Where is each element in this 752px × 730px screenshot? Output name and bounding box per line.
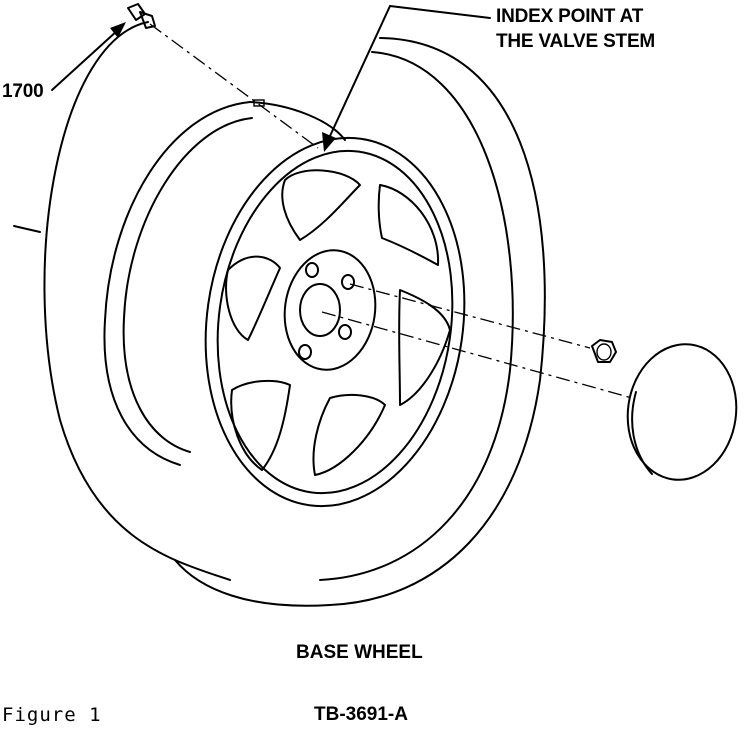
index-point-label-line2: THE VALVE STEM	[496, 31, 656, 52]
assembly-line-cap	[321, 311, 633, 399]
valve-stem-part	[127, 3, 156, 29]
tire-sidewall	[319, 51, 514, 581]
arrowhead-index	[322, 132, 336, 152]
tire-front-outline	[174, 37, 546, 607]
center-bore	[299, 283, 341, 337]
lug-hole	[338, 324, 352, 340]
valve-stem-hole	[253, 99, 265, 107]
assembly-line-lugnut	[349, 283, 591, 349]
reference-code: TB-3691-A	[314, 704, 408, 725]
lug-hole	[341, 274, 355, 290]
arrowhead-1700	[110, 22, 126, 38]
rim-back-flange	[103, 101, 251, 466]
spoke-window	[377, 184, 440, 266]
spoke-window	[398, 289, 451, 406]
lug-nut	[591, 339, 617, 363]
leader-1700	[51, 29, 119, 91]
axle-line	[13, 225, 41, 233]
spoke-window	[281, 169, 361, 241]
spoke-window	[230, 379, 291, 471]
assembly-line-valve	[149, 23, 319, 149]
lug-hole	[298, 344, 312, 360]
spoke-window	[312, 393, 386, 476]
rim-back-inner	[122, 117, 253, 453]
index-point-label-line1: INDEX POINT AT	[496, 6, 644, 27]
center-cap-edge	[631, 391, 653, 475]
lug-hole	[305, 262, 319, 278]
rim-barrel-top	[249, 101, 346, 141]
spoke-window	[225, 255, 281, 341]
rim-front-inner	[216, 149, 454, 495]
wheel-hub	[283, 249, 377, 371]
figure-label: Figure 1	[2, 704, 102, 726]
figure-caption: BASE WHEEL	[296, 642, 423, 663]
part-number-label: 1700	[2, 81, 44, 102]
leader-index-point	[329, 5, 491, 137]
center-cap	[626, 343, 738, 481]
rim-front-outer	[204, 136, 466, 508]
tire-back-outline	[43, 21, 231, 581]
